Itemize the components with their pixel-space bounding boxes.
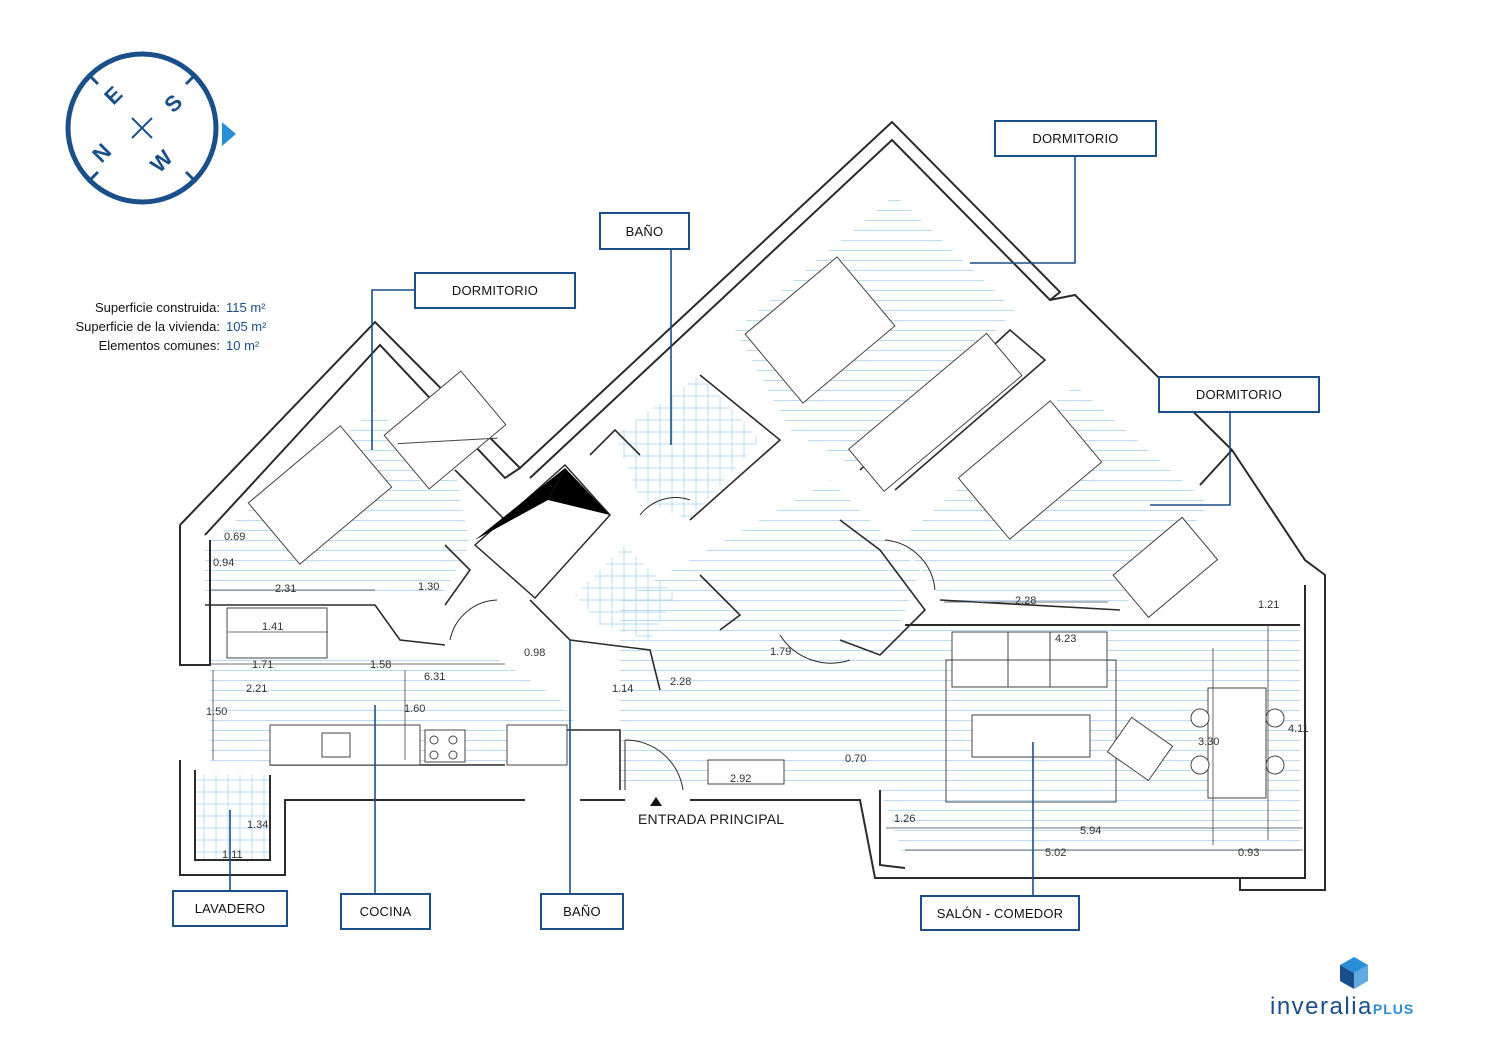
label-lavadero: LAVADERO [172,890,288,927]
dim-1-30: 1.30 [418,581,439,593]
logo-suffix: PLUS [1372,1001,1415,1017]
dim-6-31: 6.31 [424,671,445,683]
area-value-built: 115 m² [226,300,266,315]
dim-0-93: 0.93 [1238,847,1259,859]
logo-name: inveralia [1270,993,1373,1020]
compass-letter-s: S [159,89,187,117]
label-bano-top: BAÑO [599,212,690,250]
dim-1-71: 1.71 [252,659,273,671]
area-row-home: Superficie de la vivienda: 105 m² [40,317,280,336]
dim-1-60: 1.60 [404,703,425,715]
compass-letter-n: N [87,139,116,168]
walls [179,120,1326,891]
dim-2-31: 2.31 [275,583,296,595]
area-row-built: Superficie construida: 115 m² [40,298,280,317]
area-label-common: Elementos comunes: [98,338,220,353]
area-value-common: 10 m² [226,338,260,353]
callout-lines [229,157,1231,895]
area-summary: Superficie construida: 115 m² Superficie… [40,298,280,355]
dim-1-50: 1.50 [206,706,227,718]
area-label-home: Superficie de la vivienda: [75,319,220,334]
compass-letter-w: W [145,145,178,178]
dim-0-98: 0.98 [524,647,545,659]
dim-3-30: 3.30 [1198,736,1219,748]
doors [449,497,936,791]
label-dormitorio-right: DORMITORIO [1158,376,1320,413]
structural-shape-2 [548,468,610,515]
area-row-common: Elementos comunes: 10 m² [40,336,280,355]
entrance-arrow-icon [650,797,662,806]
entrance-label: ENTRADA PRINCIPAL [638,811,785,827]
dim-1-79: 1.79 [770,646,791,658]
structural-void [473,463,612,600]
dim-1-14: 1.14 [612,683,633,695]
dim-1-21: 1.21 [1258,599,1279,611]
label-dormitorio-top: DORMITORIO [994,120,1157,157]
dim-1-58: 1.58 [370,659,391,671]
logo-text: inveraliaPLUS [1270,993,1414,1021]
dim-2-21: 2.21 [246,683,267,695]
structural-shape [475,468,565,540]
dim-1-34: 1.34 [247,819,268,831]
compass: E S N W [65,51,236,205]
label-salon-comedor: SALÓN - COMEDOR [920,895,1080,931]
label-bano-bottom: BAÑO [540,893,624,930]
dim-4-23: 4.23 [1055,633,1076,645]
dim-2-28-hall: 2.28 [670,676,691,688]
dim-1-41: 1.41 [262,621,283,633]
dim-0-70: 0.70 [845,753,866,765]
dimension-lines [210,589,1303,851]
dim-4-11: 4.11 [1288,723,1309,735]
label-dormitorio-left: DORMITORIO [414,272,576,309]
dim-0-94: 0.94 [213,557,234,569]
dim-5-02: 5.02 [1045,847,1066,859]
brand-logo: inveraliaPLUS [1270,955,1470,1025]
compass-letter-e: E [99,81,127,109]
dimension-labels: 1.41 1.71 1.58 6.31 2.31 2.21 1.50 1.60 … [206,531,1309,861]
area-label-built: Superficie construida: [94,300,220,315]
dim-2-92: 2.92 [730,773,751,785]
area-value-home: 105 m² [226,319,267,334]
dim-0-69: 0.69 [224,531,245,543]
furniture [226,256,1285,803]
dim-2-28-bedroom: 2.28 [1015,595,1036,607]
dim-1-26: 1.26 [894,813,915,825]
dim-1-11: 1.11 [222,849,243,861]
logo-cube-icon [1340,957,1368,989]
dim-5-94: 5.94 [1080,825,1101,837]
label-cocina: COCINA [340,893,431,930]
